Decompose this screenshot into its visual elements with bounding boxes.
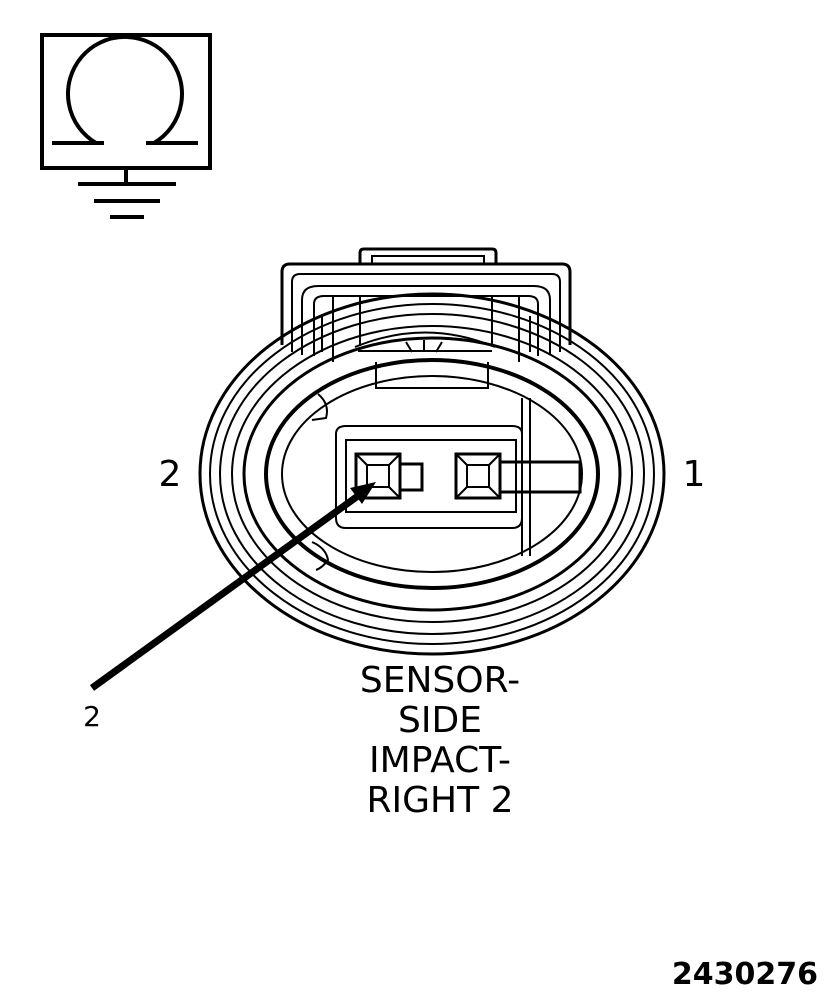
pin-label-right: 1	[683, 454, 706, 495]
figure-id: 2430276	[672, 957, 818, 992]
ohmmeter-icon	[40, 33, 212, 170]
terminal-pin-1	[454, 452, 582, 500]
callout-label: 2	[83, 700, 101, 733]
ground-symbol-icon	[78, 168, 176, 219]
connector-title-line-2: SIDE	[398, 700, 482, 741]
connector-housing	[198, 247, 666, 656]
connector-title-line-1: SENSOR-	[360, 660, 520, 701]
pin-label-left: 2	[159, 454, 182, 495]
connector-title-line-4: RIGHT 2	[367, 780, 514, 821]
connector-title-line-3: IMPACT-	[369, 740, 511, 781]
callout-leader	[89, 482, 376, 691]
connector-title: SENSOR- SIDE IMPACT- RIGHT 2	[360, 660, 520, 821]
